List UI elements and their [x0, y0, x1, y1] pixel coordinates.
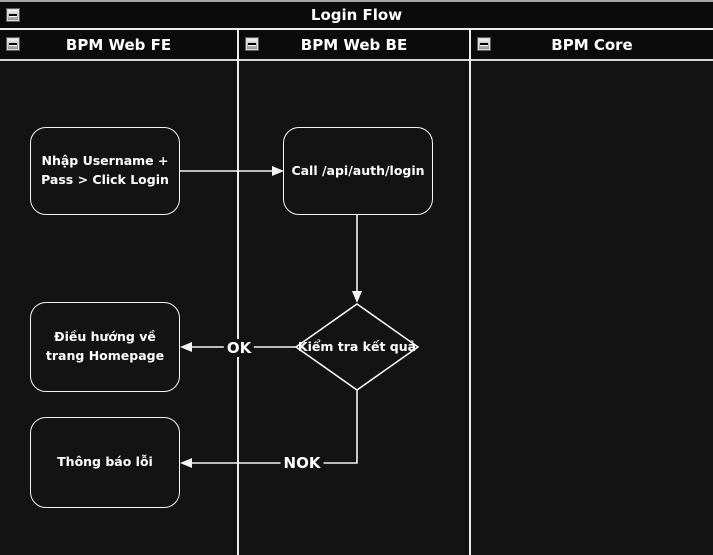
edge-label-nok[interactable]: NOK: [280, 454, 324, 472]
node-label: Kiểm tra kết quả: [297, 339, 417, 354]
pool-title-bar[interactable]: Login Flow: [0, 0, 713, 30]
lane-divider: [237, 30, 239, 555]
collapse-lane-be-icon[interactable]: [245, 37, 259, 51]
node-label: Điều hướng về trang Homepage: [45, 329, 165, 363]
node-call-api[interactable]: Call /api/auth/login: [283, 127, 433, 215]
minus-icon: [9, 43, 17, 45]
lane-title-fe: BPM Web FE: [65, 35, 172, 54]
node-enter-credentials[interactable]: Nhập Username + Pass > Click Login: [30, 127, 180, 215]
arrowhead-left-icon: [180, 342, 192, 352]
edge-decision-nok[interactable]: [191, 390, 358, 464]
node-show-error[interactable]: Thông báo lỗi: [30, 417, 180, 508]
lane-header-bpm-web-fe[interactable]: BPM Web FE: [0, 30, 237, 61]
arrowhead-left-icon: [180, 458, 192, 468]
node-check-result-label[interactable]: Kiểm tra kết quả: [294, 339, 420, 354]
minus-icon: [248, 43, 256, 45]
lane-header-bpm-core[interactable]: BPM Core: [471, 30, 713, 61]
edge-label-ok[interactable]: OK: [223, 339, 255, 357]
lane-divider: [469, 30, 471, 555]
lane-title-core: BPM Core: [551, 35, 633, 54]
collapse-pool-icon[interactable]: [6, 8, 20, 22]
lane-title-be: BPM Web BE: [300, 35, 408, 54]
lane-header-bpm-web-be[interactable]: BPM Web BE: [239, 30, 469, 61]
minus-icon: [480, 43, 488, 45]
node-label: Nhập Username + Pass > Click Login: [41, 153, 169, 187]
node-label: Call /api/auth/login: [291, 162, 425, 178]
collapse-lane-core-icon[interactable]: [477, 37, 491, 51]
pool-title: Login Flow: [310, 6, 403, 24]
arrowhead-right-icon: [272, 166, 284, 176]
minus-icon: [9, 14, 17, 16]
node-label: Thông báo lỗi: [57, 454, 153, 470]
collapse-lane-fe-icon[interactable]: [6, 37, 20, 51]
node-redirect-home[interactable]: Điều hướng về trang Homepage: [30, 302, 180, 392]
arrowhead-down-icon: [352, 291, 362, 303]
